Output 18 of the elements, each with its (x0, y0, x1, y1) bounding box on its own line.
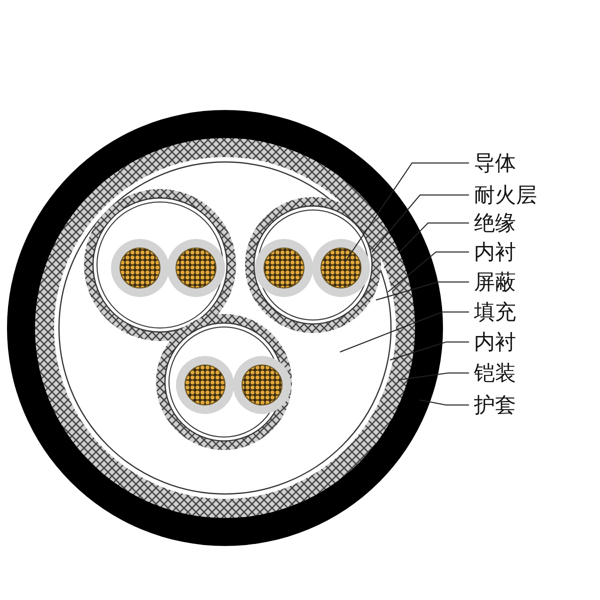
part-label: 内衬 (474, 239, 516, 265)
part-label: 绝缘 (474, 210, 516, 236)
leader-line (398, 372, 470, 380)
part-label: 耐火层 (474, 182, 537, 208)
leader-line (376, 282, 470, 300)
leader-line (384, 222, 470, 268)
part-label: 屏蔽 (474, 269, 516, 295)
leader-line (390, 342, 470, 360)
leader-line (340, 312, 470, 352)
part-label: 填充 (474, 299, 516, 325)
part-label: 铠装 (474, 360, 516, 386)
leader-line (344, 162, 470, 262)
part-label: 内衬 (474, 329, 516, 355)
leader-line (388, 252, 470, 292)
part-label: 导体 (474, 150, 516, 176)
part-label: 护套 (474, 392, 516, 418)
leader-line (372, 194, 470, 252)
leader-line (420, 400, 470, 406)
